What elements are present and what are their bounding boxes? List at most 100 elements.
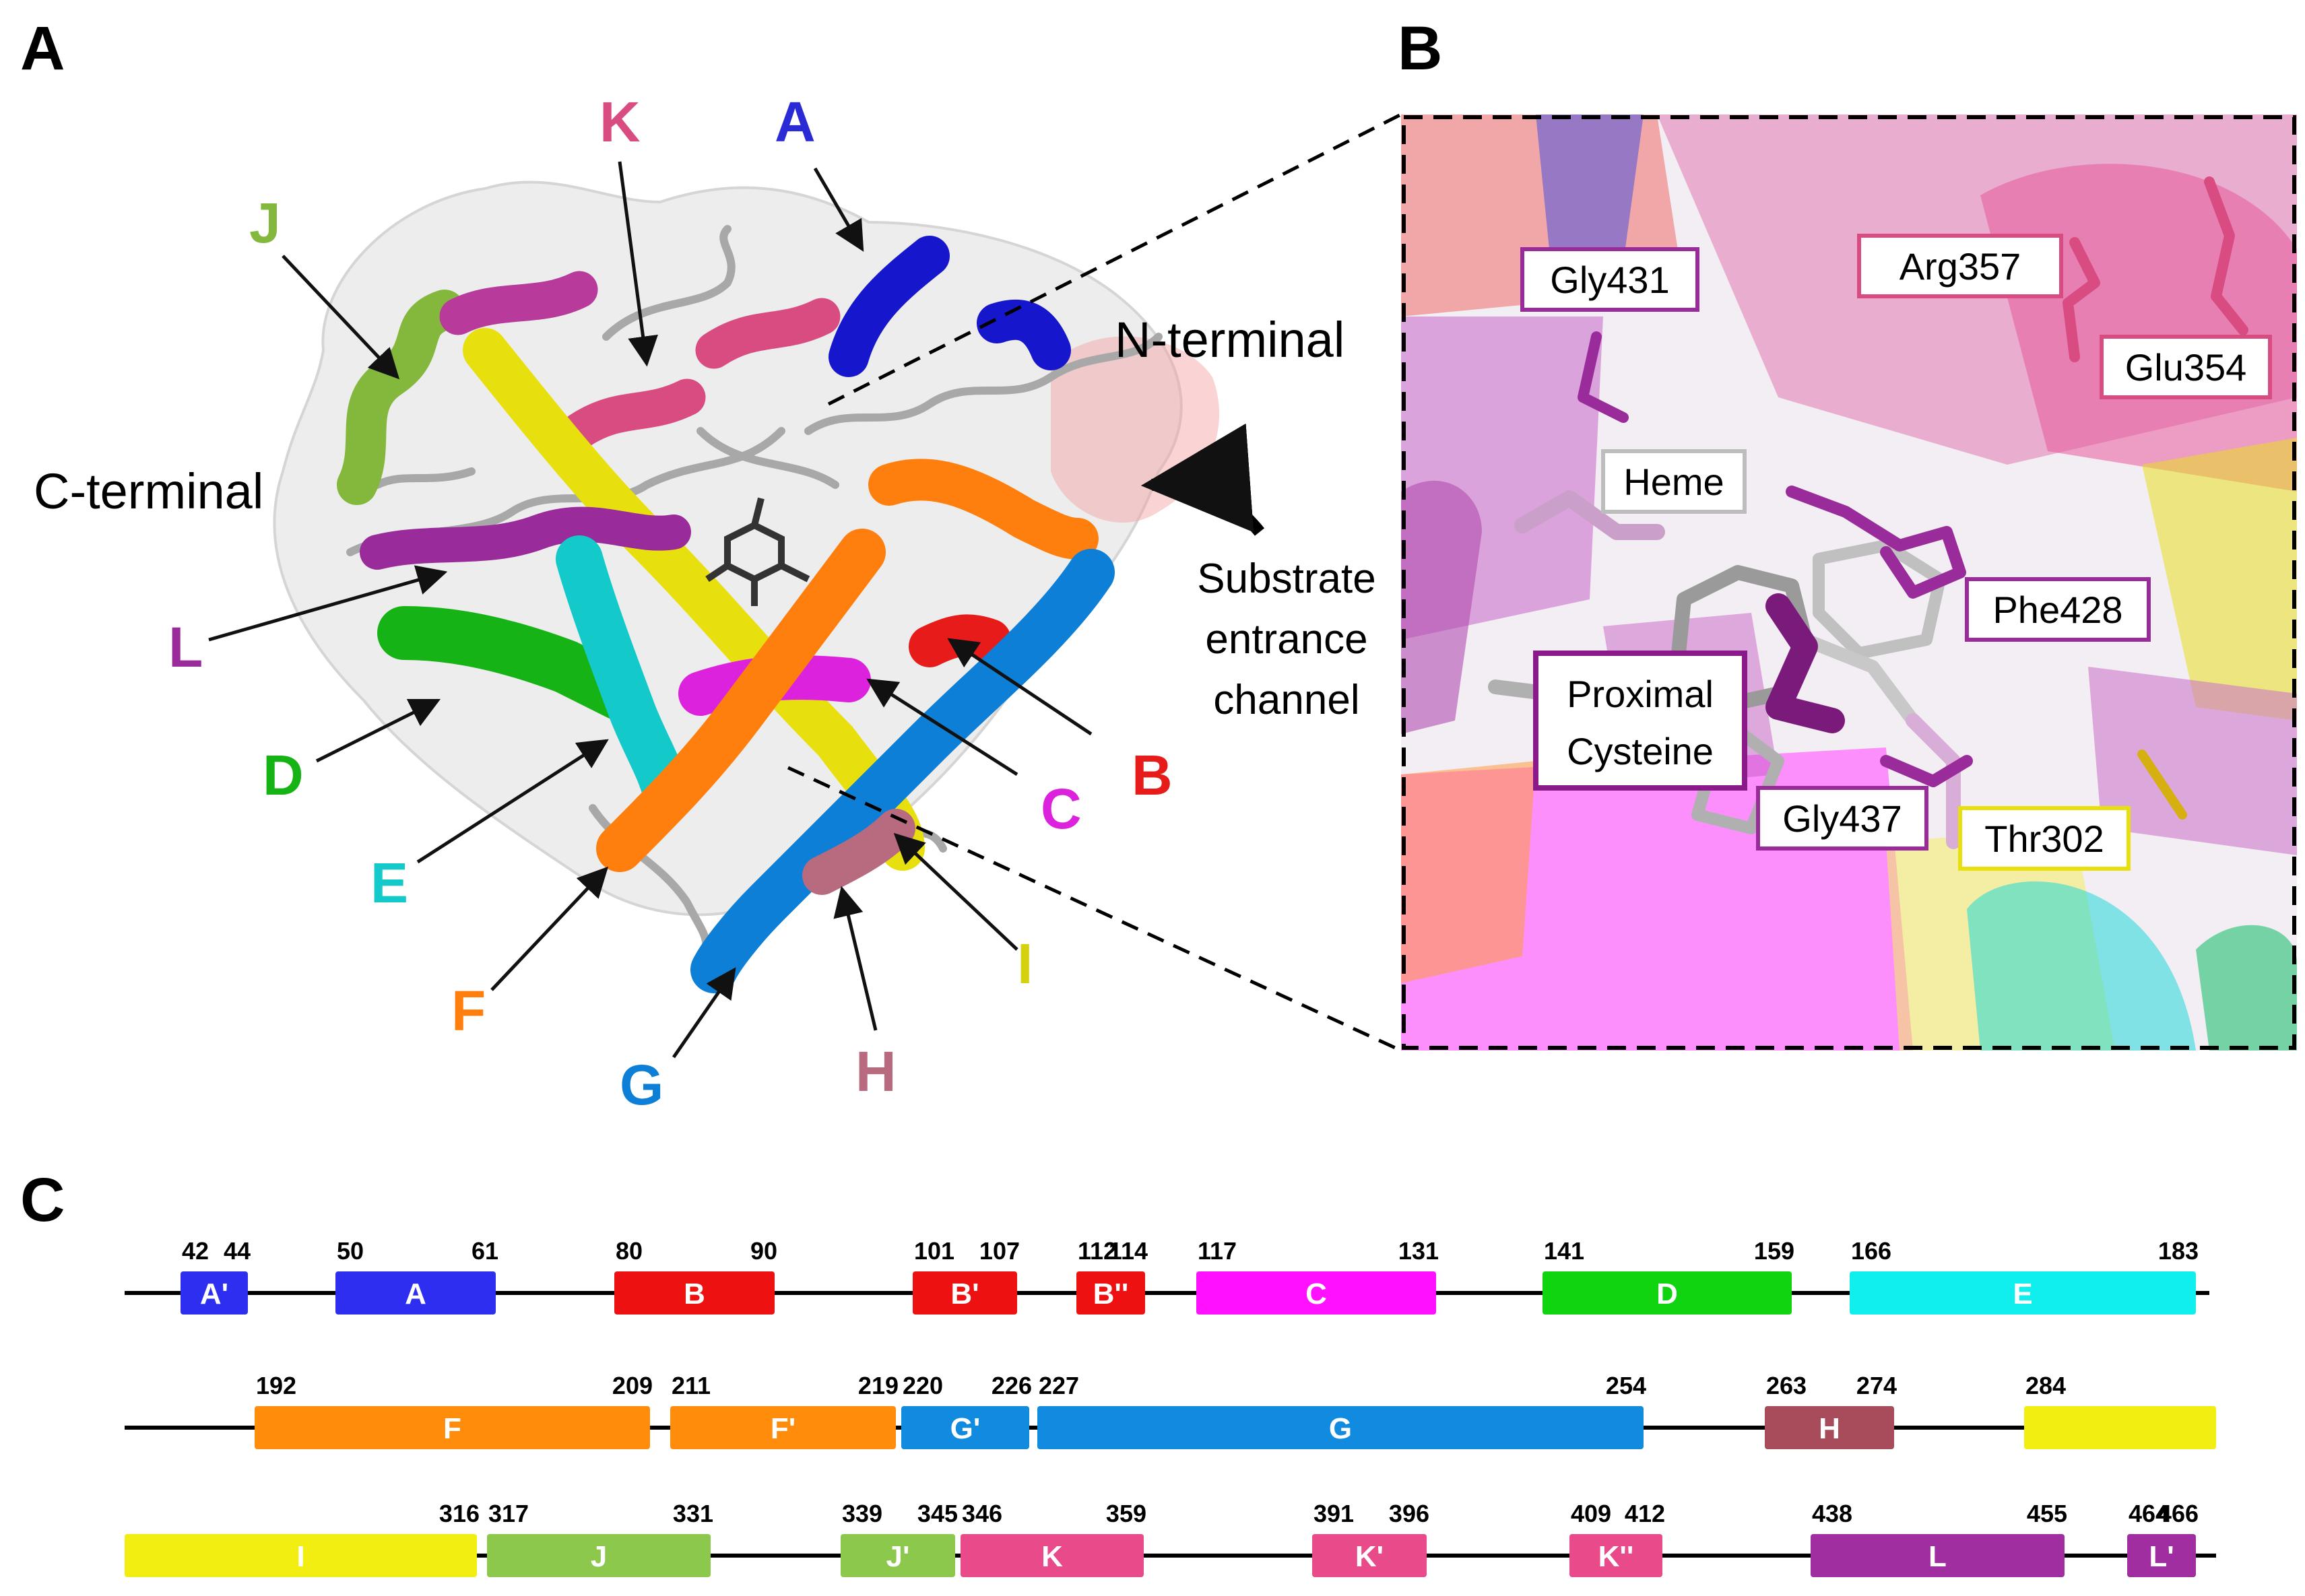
helix-segment-name: F' xyxy=(771,1412,796,1445)
helix-segment xyxy=(2024,1406,2216,1449)
helix-segment-name: F xyxy=(443,1412,461,1445)
helix-b xyxy=(909,614,1011,667)
segment-end-residue: 183 xyxy=(2158,1237,2199,1265)
segment-end-residue: 412 xyxy=(1625,1500,1665,1527)
helix-f-prime xyxy=(868,459,1099,560)
n-terminal-label: N-terminal xyxy=(1115,312,1344,368)
helix-g xyxy=(690,549,1115,993)
helix-segment-name: J' xyxy=(886,1540,910,1573)
segment-end-residue: 226 xyxy=(992,1372,1032,1399)
segment-start-residue: 50 xyxy=(337,1237,364,1265)
helix-segment xyxy=(1569,1534,1662,1577)
segment-end-residue: 254 xyxy=(1606,1372,1646,1399)
panel-a-letter: A xyxy=(20,14,65,83)
helix-segment-name: A xyxy=(405,1277,426,1310)
label-h: H xyxy=(855,1040,897,1103)
helix-segment-name: D xyxy=(1656,1277,1678,1310)
panel-b-letter: B xyxy=(1398,14,1443,83)
helix-segment xyxy=(1076,1271,1145,1315)
channel-arrow xyxy=(1140,423,1265,536)
segment-end-residue: 90 xyxy=(750,1237,777,1265)
helix-segment-name: K' xyxy=(1355,1540,1384,1573)
helix-segment-name: K'' xyxy=(1598,1540,1634,1573)
helix-segment xyxy=(487,1534,711,1577)
helix-segment-name: H xyxy=(1819,1412,1840,1445)
helix-segment xyxy=(913,1271,1017,1315)
helix-segment xyxy=(335,1271,496,1315)
helix-segment xyxy=(1037,1406,1644,1449)
segment-end-residue: 359 xyxy=(1106,1500,1146,1527)
helices xyxy=(337,236,1115,993)
segment-start-residue: 227 xyxy=(1039,1372,1079,1399)
helix-f xyxy=(596,529,886,872)
residue-phe428: Phe428 xyxy=(1992,589,2122,631)
segment-end-residue: 61 xyxy=(472,1237,498,1265)
helix-segment-name: C xyxy=(1305,1277,1327,1310)
segment-start-residue: 346 xyxy=(962,1500,1002,1527)
segment-end-residue: 219 xyxy=(858,1372,899,1399)
segment-end-residue: 131 xyxy=(1398,1237,1439,1265)
segment-start-residue: 391 xyxy=(1313,1500,1354,1527)
segment-end-residue: 345 xyxy=(917,1500,958,1527)
segment-end-residue: 209 xyxy=(612,1372,653,1399)
segment-start-residue: 117 xyxy=(1198,1237,1237,1265)
segment-end-residue: 107 xyxy=(979,1237,1020,1265)
segment-end-residue: 455 xyxy=(2027,1500,2067,1527)
label-d: D xyxy=(263,743,304,807)
label-f: F xyxy=(451,979,486,1042)
segment-start-residue: 112 xyxy=(1078,1237,1117,1265)
helix-segment xyxy=(2127,1534,2196,1577)
segment-start-residue: 409 xyxy=(1571,1500,1611,1527)
helix-segment xyxy=(125,1534,477,1577)
segment-end-residue: 44 xyxy=(224,1237,251,1265)
helix-k-top xyxy=(439,271,598,335)
helix-segment xyxy=(255,1406,650,1449)
segment-start-residue: 192 xyxy=(256,1372,296,1399)
residue-gly431: Gly431 xyxy=(1550,259,1669,301)
helix-segment xyxy=(1543,1271,1792,1315)
helix-segment xyxy=(841,1534,955,1577)
residue-glu354: Glu354 xyxy=(2125,346,2247,389)
helix-segment xyxy=(614,1271,775,1315)
label-e: E xyxy=(370,851,408,915)
helix-k xyxy=(560,298,841,450)
label-b: B xyxy=(1132,743,1173,807)
helix-segment xyxy=(181,1271,248,1315)
channel-label-3: channel xyxy=(1213,677,1359,723)
segment-end-residue: 114 xyxy=(1109,1237,1148,1265)
segment-end-residue: 159 xyxy=(1754,1237,1794,1265)
segment-end-residue: 396 xyxy=(1389,1500,1429,1527)
label-j: J xyxy=(249,191,281,255)
channel-label-1: Substrate xyxy=(1197,556,1375,602)
label-k: K xyxy=(599,90,641,154)
segment-start-residue: 101 xyxy=(914,1237,954,1265)
label-a: A xyxy=(775,90,816,154)
residue-thr302: Thr302 xyxy=(1984,818,2104,860)
segment-start-residue: 42 xyxy=(182,1237,209,1265)
segment-start-residue: 141 xyxy=(1544,1237,1584,1265)
helix-segment-name: L' xyxy=(2149,1540,2174,1573)
label-i: I xyxy=(1017,932,1033,995)
panel-c-letter: C xyxy=(20,1166,65,1234)
segment-end-residue: 316 xyxy=(439,1500,480,1527)
label-c: C xyxy=(1041,777,1082,840)
helix-segment-name: J xyxy=(591,1540,607,1573)
label-g: G xyxy=(620,1053,663,1111)
helix-segment xyxy=(901,1406,1029,1449)
segment-start-residue: 263 xyxy=(1766,1372,1807,1399)
helix-segment xyxy=(1850,1271,2196,1315)
loop-coils xyxy=(346,225,1163,960)
protein-structure-panel: K A J L D E F G H I C B N-terminal C-ter… xyxy=(34,90,1401,1111)
c-terminal-label: C-terminal xyxy=(34,463,263,519)
residue-proximal: Proximal xyxy=(1567,673,1714,715)
label-l: L xyxy=(168,616,203,679)
segment-start-residue: 464 xyxy=(2129,1500,2169,1527)
helix-segment-name: I xyxy=(296,1540,304,1573)
residue-gly437: Gly437 xyxy=(1782,797,1902,840)
helix-a xyxy=(829,236,1071,377)
heme-sticks xyxy=(705,497,810,606)
helix-segment-name: G' xyxy=(950,1412,981,1445)
helix-segment xyxy=(1196,1271,1436,1315)
helix-segment xyxy=(961,1534,1144,1577)
